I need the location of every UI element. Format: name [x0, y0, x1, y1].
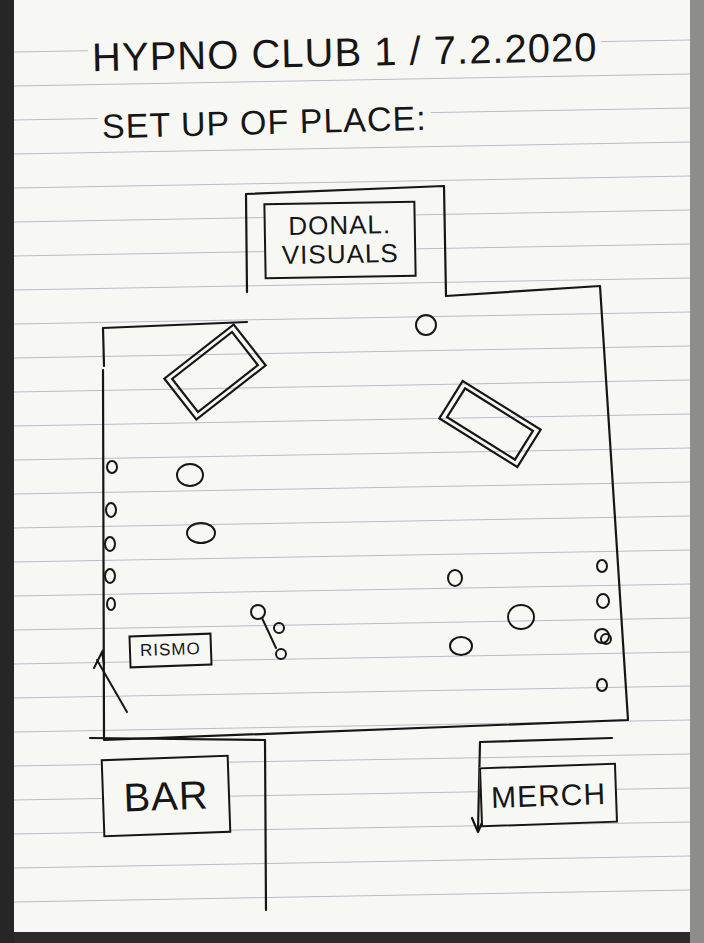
page-title: HYPNO CLUB 1 / 7.2.2020: [88, 25, 602, 80]
merch-stand: MERCH: [478, 763, 617, 828]
page-edge: [690, 0, 704, 943]
node-label: MERCH: [490, 777, 606, 814]
ruled-lines: [14, 40, 690, 902]
speaker: [164, 324, 265, 419]
performer-marks: [94, 605, 286, 712]
speaker: [439, 381, 540, 467]
node-label: BAR: [123, 773, 210, 820]
bar-counter: BAR: [101, 755, 232, 837]
room-wall: [103, 286, 628, 740]
walls: [90, 186, 628, 910]
speakers: [164, 324, 540, 467]
room-wall: [103, 322, 247, 366]
tables: [105, 315, 611, 691]
visuals-booth: DONAL. VISUALS: [263, 201, 416, 280]
node-label: RISMO: [139, 640, 200, 661]
bar-bracket: [90, 738, 266, 910]
dj-booth: RISMO: [128, 632, 212, 668]
paper: [14, 0, 690, 932]
mic-stand: [97, 660, 127, 712]
mic-stand: [94, 652, 104, 668]
node-label: DONAL. VISUALS: [275, 210, 406, 269]
section-heading: SET UP OF PLACE:: [98, 100, 431, 146]
notebook-cover: [0, 0, 14, 943]
stage-bracket: [246, 186, 446, 296]
